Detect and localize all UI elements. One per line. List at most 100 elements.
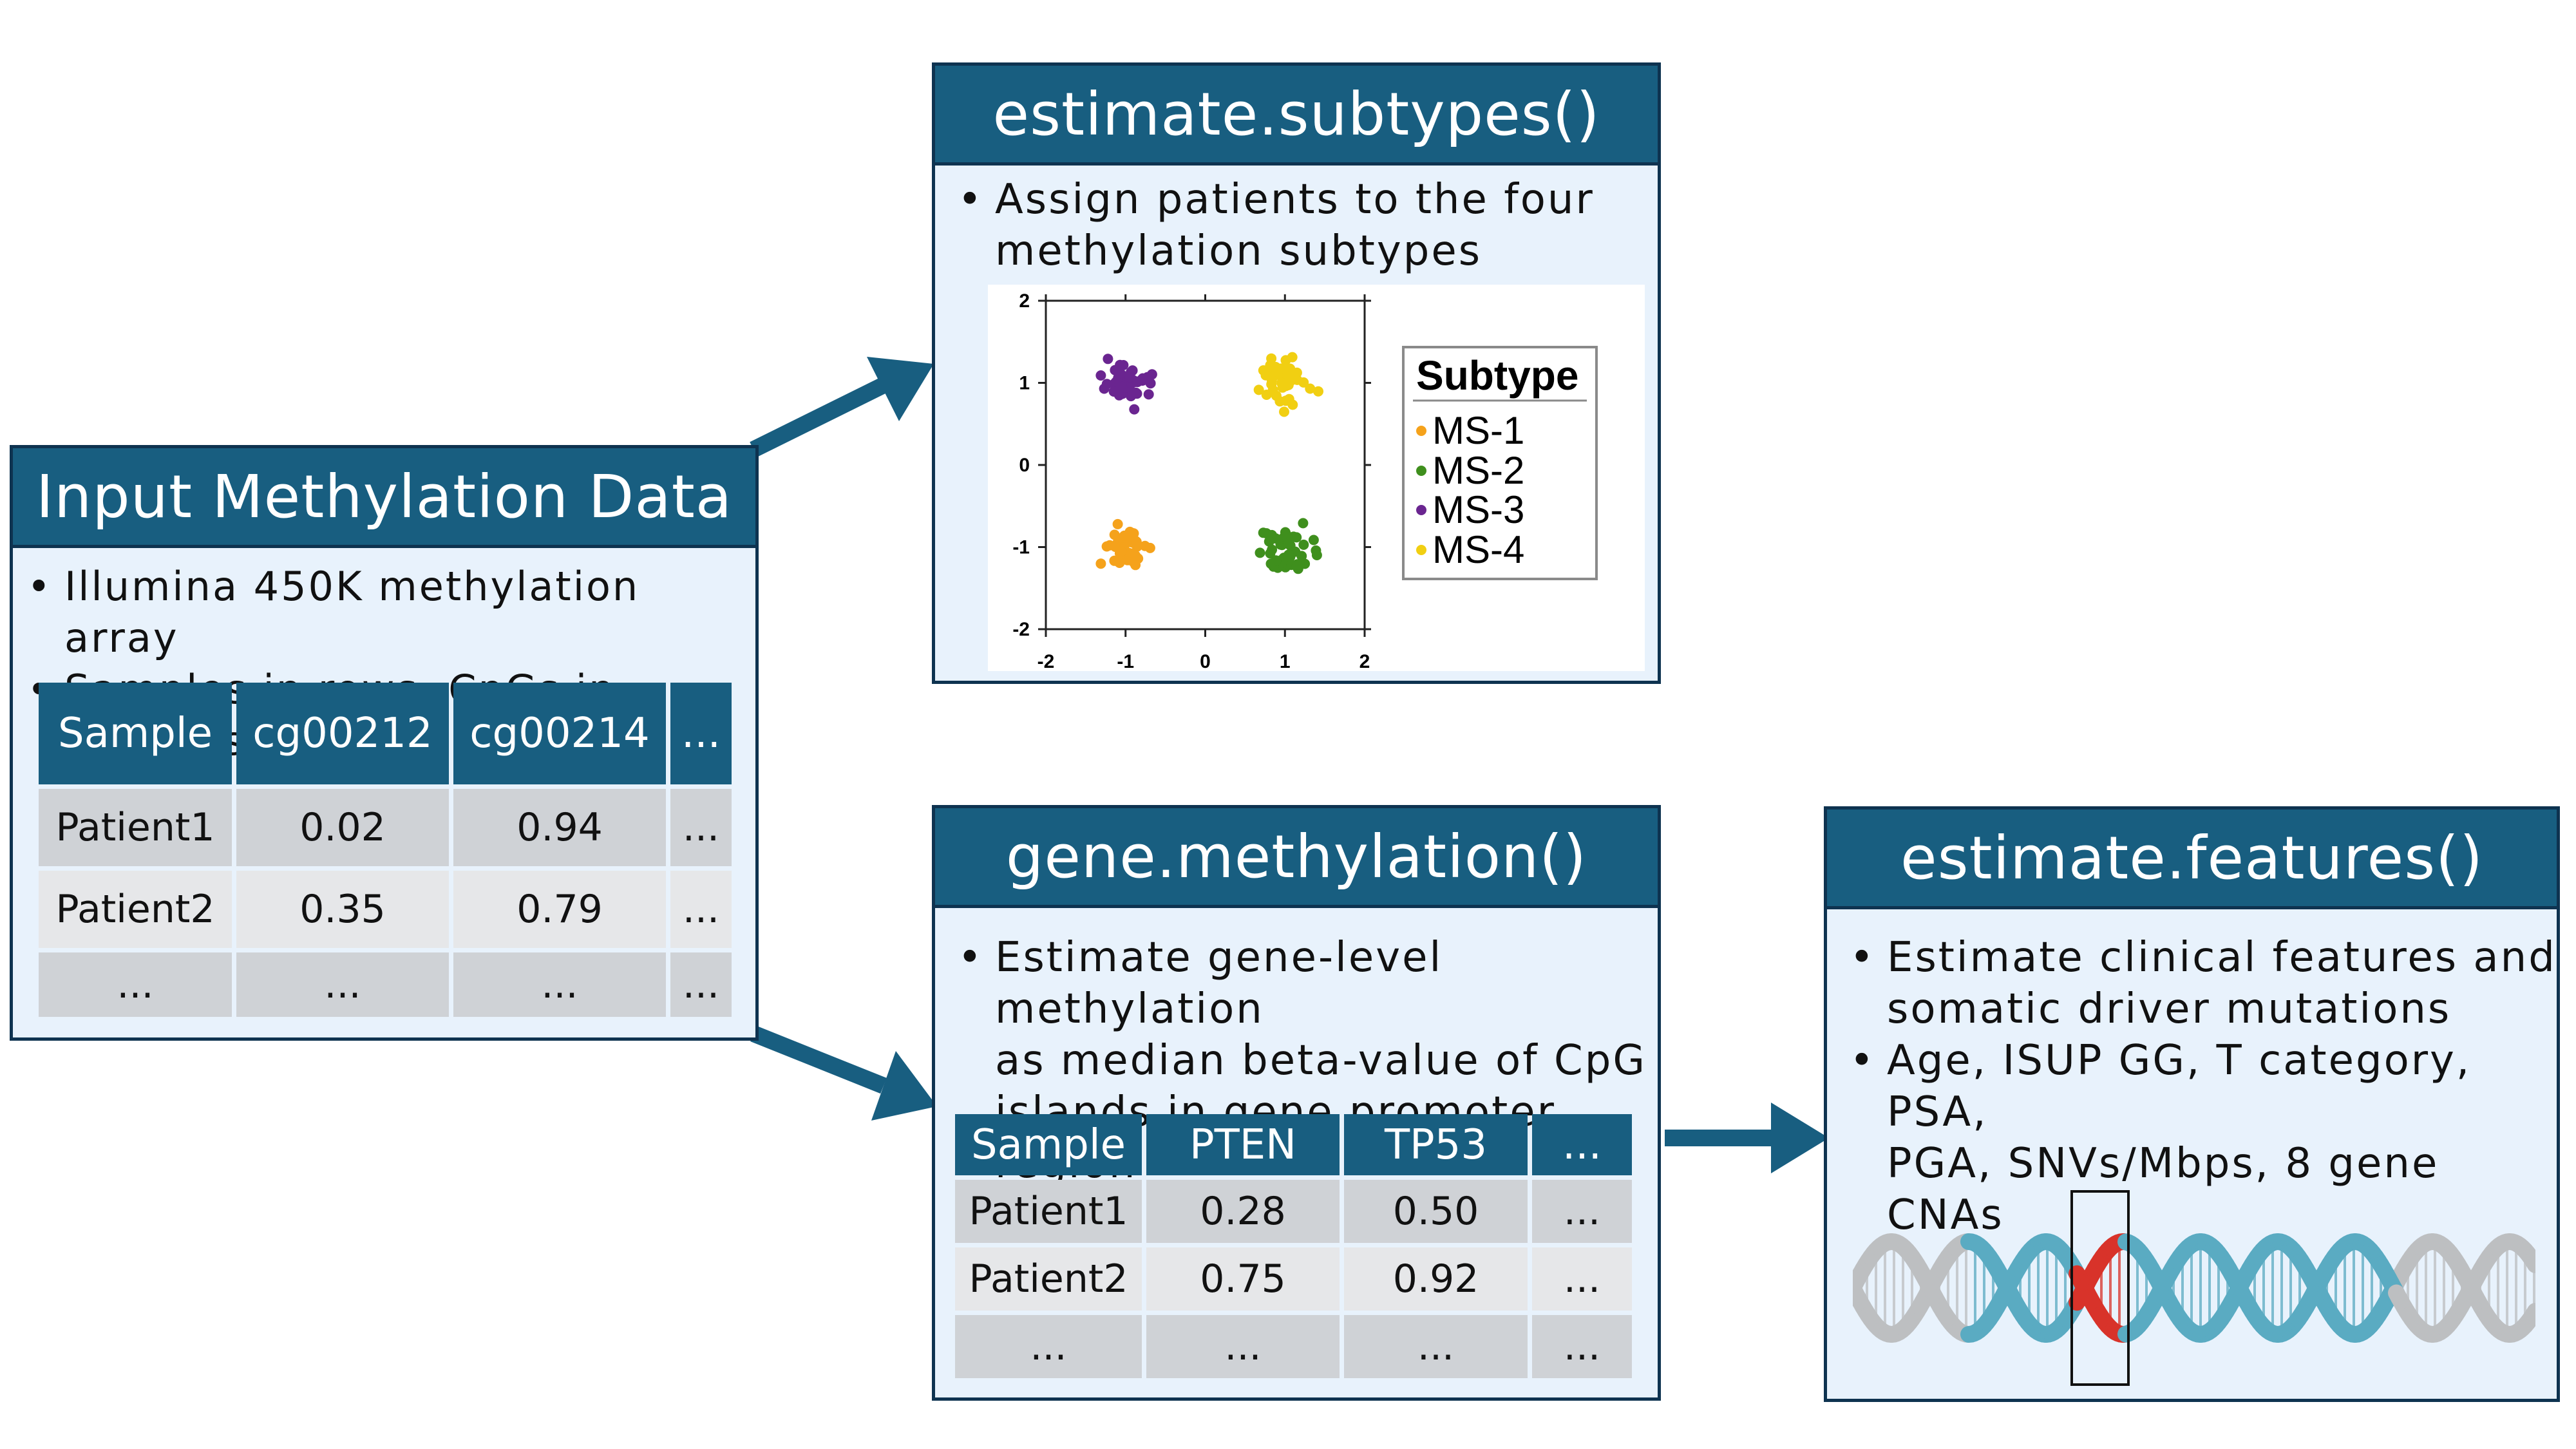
header-cell: TP53 — [1344, 1114, 1528, 1175]
scatter-point-ms-2 — [1264, 536, 1274, 547]
subtypes-bullet-list: Assign patients to the four methylation … — [958, 174, 1595, 277]
dna-highlight-box — [2070, 1190, 2130, 1386]
scatter-point-ms-1 — [1119, 530, 1130, 541]
legend-marker-ms1 — [1416, 426, 1426, 436]
legend-title: Subtype — [1416, 352, 1578, 399]
table-cell: ... — [1532, 1247, 1632, 1311]
header-cell: cg00212 — [236, 683, 449, 784]
scatter-point-ms-3 — [1129, 404, 1140, 415]
estimate-subtypes-title: estimate.subtypes() — [935, 66, 1658, 166]
header-cell: PTEN — [1146, 1114, 1340, 1175]
scatter-point-ms-2 — [1267, 544, 1278, 555]
legend-frame — [1402, 346, 1598, 580]
scatter-point-ms-4 — [1284, 373, 1295, 384]
legend-marker-ms3 — [1416, 505, 1426, 515]
gene-methylation-table: Sample PTEN TP53 ... Patient1 0.28 0.50 … — [951, 1110, 1636, 1383]
table-cell: Patient2 — [955, 1247, 1142, 1311]
scatter-point-ms-2 — [1283, 549, 1294, 560]
y-tick-label: -2 — [1012, 619, 1030, 640]
table-cell: 0.02 — [236, 789, 449, 866]
scatter-point-ms-1 — [1104, 540, 1115, 551]
table-cell: ... — [670, 952, 732, 1017]
bullet-line: methylation subtypes — [995, 227, 1482, 275]
scatter-point-ms-3 — [1132, 377, 1143, 388]
table-row: Patient2 0.35 0.79 ... — [39, 871, 732, 948]
scatter-point-ms-2 — [1298, 518, 1309, 529]
scatter-point-ms-1 — [1114, 558, 1125, 568]
bullet-line: Age, ISUP GG, T category, PSA, — [1887, 1037, 2472, 1136]
dna-strand-segment — [2524, 1252, 2535, 1273]
estimate-features-title: estimate.features() — [1827, 810, 2557, 909]
bullet-line: somatic driver mutations — [1887, 985, 2452, 1033]
bullet-item: Assign patients to the four methylation … — [958, 174, 1595, 277]
bullet-line: Assign patients to the four — [995, 176, 1595, 223]
bullet-item: Estimate clinical features and somatic d… — [1850, 932, 2557, 1035]
scatter-point-ms-3 — [1146, 369, 1157, 380]
table-cell: ... — [1532, 1180, 1632, 1243]
bullet-line: Estimate gene-level methylation — [995, 934, 1443, 1033]
table-cell: ... — [1344, 1315, 1528, 1378]
scatter-point-ms-1 — [1112, 518, 1123, 529]
scatter-point-ms-3 — [1103, 354, 1113, 365]
y-tick-label: -1 — [1012, 537, 1030, 558]
arrow-to-subtypes — [750, 357, 934, 457]
y-tick-label: 2 — [1019, 290, 1030, 312]
scatter-point-ms-2 — [1296, 551, 1307, 562]
scatter-point-ms-4 — [1267, 384, 1278, 395]
table-row: Patient1 0.02 0.94 ... — [39, 789, 732, 866]
table-cell: ... — [39, 952, 232, 1017]
table-cell: ... — [955, 1315, 1142, 1378]
bullet-line: Estimate clinical features and — [1887, 934, 2557, 981]
y-tick-label: 1 — [1019, 373, 1030, 394]
scatter-point-ms-3 — [1108, 386, 1119, 397]
dna-helix-illustration — [1853, 1190, 2535, 1386]
scatter-point-ms-4 — [1266, 375, 1277, 386]
gene-methylation-title: gene.methylation() — [935, 808, 1658, 908]
bullet-item: Age, ISUP GG, T category, PSA, PGA, SNVs… — [1850, 1035, 2557, 1241]
scatter-point-ms-1 — [1116, 546, 1127, 557]
table-cell: Patient1 — [955, 1180, 1142, 1243]
x-tick-label: 0 — [1200, 651, 1211, 671]
scatter-point-ms-3 — [1115, 359, 1126, 370]
header-cell: cg00214 — [453, 683, 666, 784]
legend-label-ms1: MS-1 — [1432, 409, 1524, 452]
table-cell: 0.50 — [1344, 1180, 1528, 1243]
dna-strand-segment — [2524, 1303, 2535, 1324]
scatter-point-ms-2 — [1292, 559, 1303, 570]
table-row: Patient1 0.28 0.50 ... — [955, 1180, 1632, 1243]
header-cell: Sample — [39, 683, 232, 784]
scatter-point-ms-4 — [1298, 377, 1309, 388]
scatter-point-ms-4 — [1313, 386, 1323, 397]
legend-marker-ms4 — [1416, 545, 1426, 555]
features-bullet-list: Estimate clinical features and somatic d… — [1850, 932, 2557, 1241]
table-row: ... ... ... ... — [955, 1315, 1632, 1378]
scatter-point-ms-3 — [1145, 378, 1156, 389]
x-tick-label: -1 — [1117, 651, 1134, 671]
scatter-point-ms-4 — [1276, 377, 1287, 388]
scatter-point-ms-4 — [1266, 353, 1277, 364]
table-row: ... ... ... ... — [39, 952, 732, 1017]
header-cell: ... — [1532, 1114, 1632, 1175]
legend-label-ms2: MS-2 — [1432, 449, 1524, 492]
input-methylation-table: Sample cg00212 cg00214 ... Patient1 0.02… — [34, 678, 736, 1021]
scatter-point-ms-2 — [1255, 547, 1265, 558]
bullet-line: as median beta-value of CpG — [995, 1037, 1647, 1084]
scatter-point-ms-2 — [1300, 558, 1311, 569]
scatter-point-ms-3 — [1099, 383, 1110, 394]
table-cell: ... — [670, 789, 732, 866]
x-tick-label: 1 — [1280, 651, 1291, 671]
table-header-row: Sample cg00212 cg00214 ... — [39, 683, 732, 784]
table-cell: Patient1 — [39, 789, 232, 866]
scatter-point-ms-1 — [1130, 560, 1141, 571]
table-cell: 0.35 — [236, 871, 449, 948]
table-cell: 0.79 — [453, 871, 666, 948]
table-cell: 0.75 — [1146, 1247, 1340, 1311]
plot-frame — [1045, 299, 1366, 630]
table-header-row: Sample PTEN TP53 ... — [955, 1114, 1632, 1175]
gene-methylation-box: gene.methylation() Estimate gene-level m… — [932, 805, 1661, 1401]
table-cell: 0.28 — [1146, 1180, 1340, 1243]
scatter-point-ms-4 — [1305, 383, 1316, 394]
header-cell: Sample — [955, 1114, 1142, 1175]
